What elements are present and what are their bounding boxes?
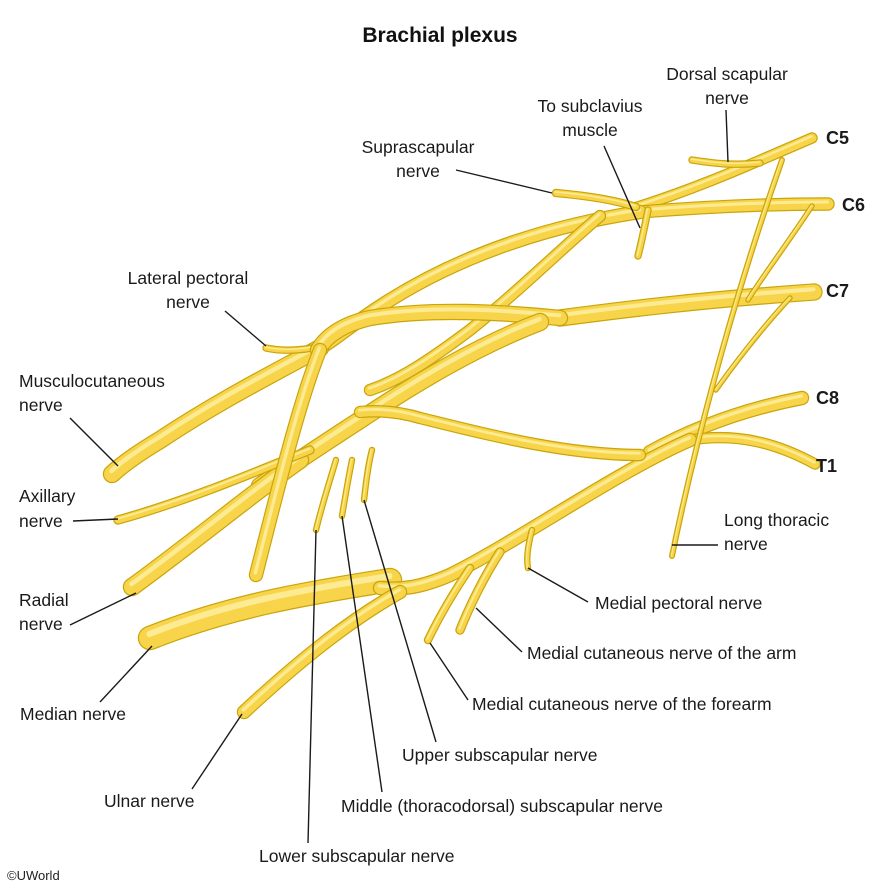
nerve-long-thoracic-c7-branch [713, 295, 793, 393]
label-dorsal-scapular-line2: nerve [705, 88, 749, 108]
nerve-t1-root [684, 431, 821, 470]
leader-upper-subscapular [363, 499, 437, 743]
label-lower-subscapular: Lower subscapular nerve [259, 846, 455, 866]
label-musculocutaneous-line1: Musculocutaneous [19, 371, 165, 391]
nerve-dorsal-scapular [688, 156, 764, 168]
nerve-median-lateral-root [248, 342, 328, 583]
nerve-ulnar [236, 584, 408, 720]
root-label-t1: T1 [816, 456, 837, 476]
nerve-c7-root [551, 283, 823, 327]
leader-subclavius [603, 145, 641, 229]
leader-suprascapular [455, 169, 553, 194]
nerve-middle-trunk [309, 303, 569, 359]
leader-middle-subscapular [341, 515, 383, 793]
leader-med-cut-arm [475, 607, 523, 653]
leader-median [99, 645, 153, 703]
nerve-to-subclavius [634, 206, 652, 260]
root-label-c5: C5 [826, 128, 849, 148]
label-lateral-pectoral-line2: nerve [166, 292, 210, 312]
label-suprascapular-line2: nerve [396, 161, 440, 181]
root-label-c7: C7 [826, 281, 849, 301]
label-subclavius-line2: muscle [562, 120, 617, 140]
label-median: Median nerve [20, 704, 126, 724]
label-radial-line1: Radial [19, 590, 69, 610]
nerve-drawing [102, 132, 835, 720]
nerve-c6-root [633, 197, 835, 219]
leader-lower-subscapular [307, 529, 317, 844]
leader-medial-pectoral [527, 567, 589, 603]
label-middle-subscapular: Middle (thoracodorsal) subscapular nerve [341, 796, 663, 816]
nerve-med-cut-forearm [423, 563, 475, 645]
label-upper-subscapular: Upper subscapular nerve [402, 745, 598, 765]
leader-ulnar [191, 713, 243, 790]
label-axillary-line2: nerve [19, 511, 63, 531]
label-med-cut-forearm: Medial cutaneous nerve of the forearm [472, 694, 772, 714]
leader-lateral-pectoral [224, 310, 267, 347]
nerve-long-thoracic-c6-branch [745, 203, 815, 303]
label-long-thoracic-line1: Long thoracic [724, 510, 829, 530]
label-med-cut-arm: Medial cutaneous nerve of the arm [527, 643, 796, 663]
root-label-c8: C8 [816, 388, 839, 408]
nerve-middle-subscapular [338, 456, 356, 520]
label-subclavius-line1: To subclavius [537, 96, 642, 116]
leader-axillary [72, 518, 119, 522]
label-long-thoracic-line2: nerve [724, 534, 768, 554]
nerve-musculocutaneous [102, 338, 330, 484]
nerve-superior-anterior-division [363, 209, 607, 397]
label-musculocutaneous-line2: nerve [19, 395, 63, 415]
leader-musculocutaneous [69, 417, 119, 467]
leader-lines [69, 109, 729, 844]
nerve-medial-root-median [353, 405, 647, 462]
diagram-title: Brachial plexus [362, 24, 517, 47]
label-suprascapular-line1: Suprascapular [362, 137, 475, 157]
nerve-long-thoracic [669, 157, 785, 559]
label-ulnar: Ulnar nerve [104, 791, 194, 811]
nerve-c5-root [622, 132, 818, 216]
nerve-med-cut-arm [455, 547, 505, 635]
leader-dorsal-scapular [725, 109, 729, 163]
nerve-lower-subscapular [312, 456, 340, 534]
nerve-medial-cord [372, 432, 698, 596]
copyright-notice: ©UWorld [7, 868, 60, 883]
nerve-median [137, 567, 403, 651]
label-dorsal-scapular-line1: Dorsal scapular [666, 64, 788, 84]
root-label-c6: C6 [842, 195, 865, 215]
nerve-suprascapular [551, 188, 641, 212]
label-axillary-line1: Axillary [19, 486, 76, 506]
leader-radial [69, 592, 137, 626]
nerve-medial-pectoral [524, 526, 536, 572]
label-medial-pectoral: Medial pectoral nerve [595, 593, 762, 613]
label-lateral-pectoral-line1: Lateral pectoral [128, 268, 249, 288]
label-radial-line2: nerve [19, 614, 63, 634]
nerve-upper-subscapular [360, 446, 376, 504]
leader-med-cut-forearm [429, 642, 469, 701]
